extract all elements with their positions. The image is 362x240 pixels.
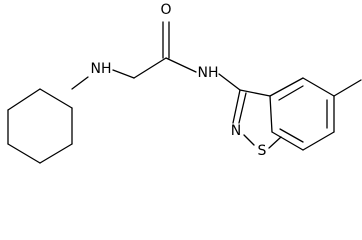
bond — [268, 136, 282, 149]
bond — [71, 76, 89, 90]
isothiazole-ring — [232, 89, 282, 149]
bond — [269, 95, 273, 133]
ring-nitrogen-label: N — [231, 123, 241, 139]
bond — [218, 73, 241, 91]
bond — [133, 57, 167, 79]
molecule-structure: O NH NH N S — [7, 2, 362, 164]
bond — [239, 89, 271, 97]
bond — [302, 77, 335, 97]
bond — [271, 131, 304, 151]
benzene-ring — [269, 77, 335, 151]
bond — [165, 57, 197, 73]
oxygen-label: O — [160, 2, 171, 18]
sulfur-label: S — [258, 143, 267, 159]
amide-nh-label: NH — [198, 65, 219, 81]
bond — [7, 143, 41, 164]
bond — [232, 89, 241, 124]
bond — [243, 134, 255, 146]
bond — [333, 79, 362, 97]
bond — [269, 77, 304, 97]
bond — [39, 88, 73, 109]
bond — [238, 92, 247, 124]
bond — [7, 88, 41, 111]
bond — [278, 85, 304, 101]
bond — [302, 131, 335, 151]
amine-nh-label: NH — [91, 61, 112, 77]
bond — [112, 69, 135, 79]
bond — [279, 128, 304, 143]
cyclohexyl-ring — [7, 88, 73, 164]
bond — [39, 143, 73, 164]
